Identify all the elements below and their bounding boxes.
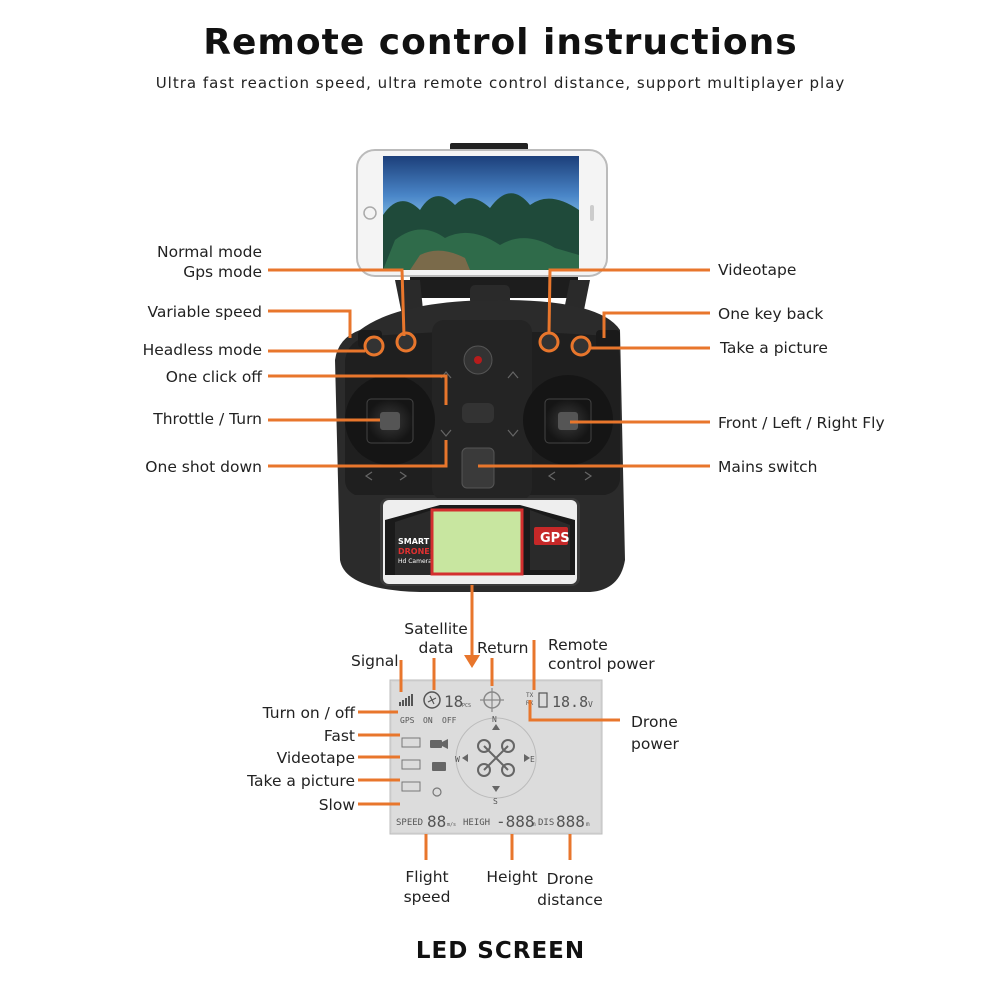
satellite-icon	[423, 691, 441, 709]
gps-badge-bg	[534, 527, 568, 545]
leader-lines-lcd	[358, 640, 620, 860]
satellite-unit: PCS	[462, 703, 471, 709]
brand-smart: SMART	[398, 537, 430, 546]
label-one-key-back: One key back	[718, 305, 824, 323]
lcd-label-take-a-picture: Take a picture	[247, 772, 355, 790]
lcd-label-drone: Drone	[631, 713, 678, 731]
lcd-label-fast: Fast	[323, 727, 355, 745]
label-variable-speed: Variable speed	[147, 303, 262, 321]
brand-hd: Hd Camera	[398, 558, 432, 565]
lcd-label-height: Height	[486, 868, 538, 886]
voltage-value: 18.8	[552, 693, 588, 711]
voltage-unit: V	[588, 700, 593, 709]
lcd-label-slow: Slow	[318, 796, 355, 814]
shoulder-buttons[interactable]	[358, 330, 620, 357]
speed-unit: m/s	[447, 822, 456, 828]
lcd-off: OFF	[442, 716, 457, 725]
lcd-label-satellite: Satellite	[404, 620, 468, 638]
label-one-click-off: One click off	[165, 368, 262, 386]
speed-label: SPEED	[396, 818, 423, 828]
height-unit: m	[532, 821, 536, 828]
sun-icon	[432, 787, 442, 797]
smartphone	[356, 149, 608, 277]
lcd-gps: GPS	[400, 716, 415, 725]
lcd-label-videotape: Videotape	[276, 749, 355, 767]
signal-icon	[399, 694, 413, 706]
lcd-label-control-power: control power	[548, 655, 655, 673]
height-label: HEIGH	[463, 818, 490, 828]
compass-n: N	[492, 715, 497, 724]
brand-drones: DRONES	[398, 547, 436, 556]
return-icon	[480, 688, 504, 712]
label-mains-switch: Mains switch	[718, 458, 818, 476]
lcd-label-data: data	[418, 639, 454, 657]
label-headless-mode: Headless mode	[142, 341, 262, 359]
compass-w: W	[455, 755, 460, 764]
lcd-label-remote: Remote	[548, 636, 608, 654]
lcd-mode-icons	[430, 739, 448, 771]
controller-lcd	[430, 508, 524, 576]
footer-led-screen: LED SCREEN	[415, 938, 586, 964]
compass-e: E	[530, 755, 535, 764]
label-take-a-picture: Take a picture	[720, 339, 828, 357]
right-stick[interactable]	[523, 375, 613, 465]
lcd-label-turn-on-off: Turn on / off	[262, 704, 355, 722]
lcd-label-distance: distance	[537, 891, 603, 909]
compass	[455, 717, 537, 799]
lcd-label-drone-2: Drone	[546, 870, 594, 888]
compass-s: S	[493, 797, 498, 806]
lcd-on: ON	[423, 716, 433, 725]
label-front-left-right-fly: Front / Left / Right Fly	[718, 414, 885, 432]
label-normal-mode: Normal mode	[157, 243, 262, 261]
satellite-count: 18	[444, 692, 463, 711]
mains-switch[interactable]	[461, 447, 495, 489]
lcd-label-power: power	[631, 735, 679, 753]
lcd-label-return: Return	[477, 639, 529, 657]
one-click-off-button[interactable]	[462, 403, 494, 423]
lcd-left-icons	[401, 737, 421, 792]
speed-value: 88	[427, 812, 446, 831]
dis-value: 888	[556, 812, 585, 831]
label-videotape: Videotape	[718, 261, 797, 279]
dis-label: DIS	[538, 818, 554, 828]
battery-icon	[538, 692, 548, 708]
label-throttle-turn: Throttle / Turn	[153, 410, 262, 428]
leader-lines-top	[268, 268, 710, 655]
dis-unit: m	[586, 821, 590, 828]
label-one-shot-down: One shot down	[145, 458, 262, 476]
height-value: -888	[496, 812, 535, 831]
down-arrow	[464, 655, 480, 668]
gps-badge: GPS	[540, 531, 570, 546]
tx-label: TX	[526, 692, 534, 699]
lcd-label-signal: Signal	[351, 652, 399, 670]
lcd-label-flight: Flight	[405, 868, 449, 886]
page-title: Remote control instructions	[203, 22, 798, 63]
label-gps-mode: Gps mode	[183, 263, 262, 281]
lcd-label-speed: speed	[403, 888, 451, 906]
center-led	[474, 356, 482, 364]
left-stick[interactable]	[345, 375, 435, 465]
page-subtitle: Ultra fast reaction speed, ultra remote …	[155, 74, 846, 92]
